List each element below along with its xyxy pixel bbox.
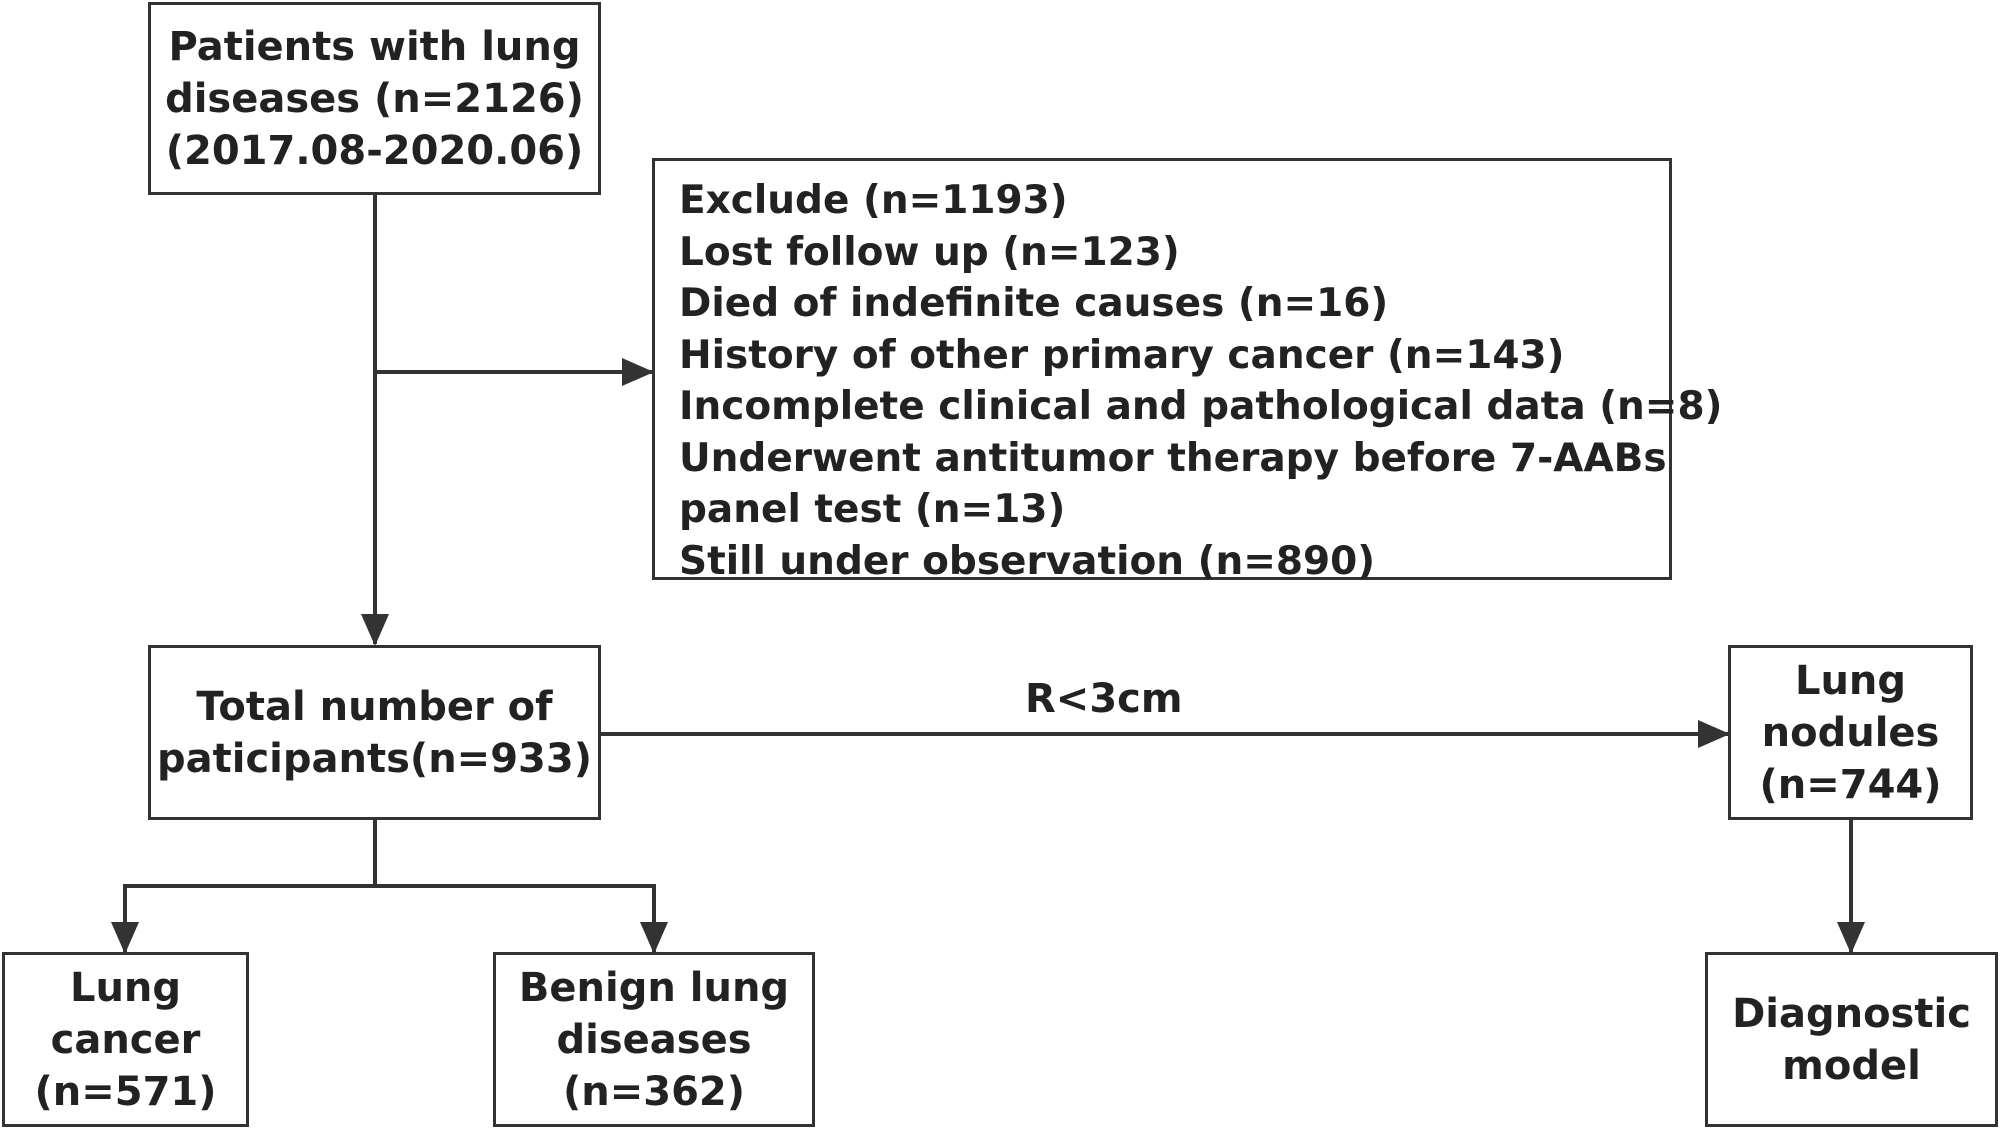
exclude-line-8: Still under observation (n=890) [679, 538, 1376, 584]
exclude-line-4: History of other primary cancer (n=143) [679, 332, 1565, 378]
benign-line-1: Benign lung [518, 964, 790, 1011]
total-line-1: Total number of [196, 683, 553, 730]
edge-label-r-less-3cm: R<3cm [1025, 676, 1183, 722]
diagnostic-model-box: Diagnostic model [1705, 952, 1998, 1127]
benign-lung-diseases-box: Benign lung diseases (n=362) [493, 952, 815, 1127]
patients-box: Patients with lung diseases (n=2126) (20… [148, 2, 601, 195]
total-line-2: paticipants(n=933) [157, 735, 592, 782]
patients-line-2: diseases (n=2126) [165, 75, 584, 122]
model-line-1: Diagnostic [1732, 990, 1971, 1037]
nodules-line-1: Lung [1794, 657, 1907, 704]
nodules-line-2: nodules [1761, 709, 1940, 756]
exclude-line-5: Incomplete clinical and pathological dat… [679, 384, 1723, 429]
exclude-line-1: Exclude (n=1193) [679, 178, 1068, 223]
patients-line-1: Patients with lung [168, 23, 581, 70]
benign-line-2: diseases [556, 1016, 752, 1063]
lung-cancer-box: Lung cancer (n=571) [2, 952, 249, 1127]
exclude-box: Exclude (n=1193) Lost follow up (n=123) … [652, 158, 1722, 584]
exclude-line-7: panel test (n=13) [679, 487, 1066, 532]
cancer-line-2: cancer [50, 1016, 201, 1063]
total-box: Total number of paticipants(n=933) [148, 645, 601, 820]
cancer-line-3: (n=571) [34, 1068, 217, 1115]
benign-line-3: (n=362) [562, 1068, 746, 1115]
model-line-2: model [1782, 1042, 1921, 1089]
lung-nodules-box: Lung nodules (n=744) [1728, 645, 1973, 820]
patients-line-3: (2017.08-2020.06) [165, 127, 584, 174]
nodules-line-3: (n=744) [1759, 761, 1942, 808]
exclude-line-3: Died of indefinite causes (n=16) [679, 281, 1389, 326]
cancer-line-1: Lung [69, 964, 182, 1011]
exclude-line-2: Lost follow up (n=123) [679, 229, 1180, 275]
exclude-line-6: Underwent antitumor therapy before 7-AAB… [679, 435, 1667, 481]
